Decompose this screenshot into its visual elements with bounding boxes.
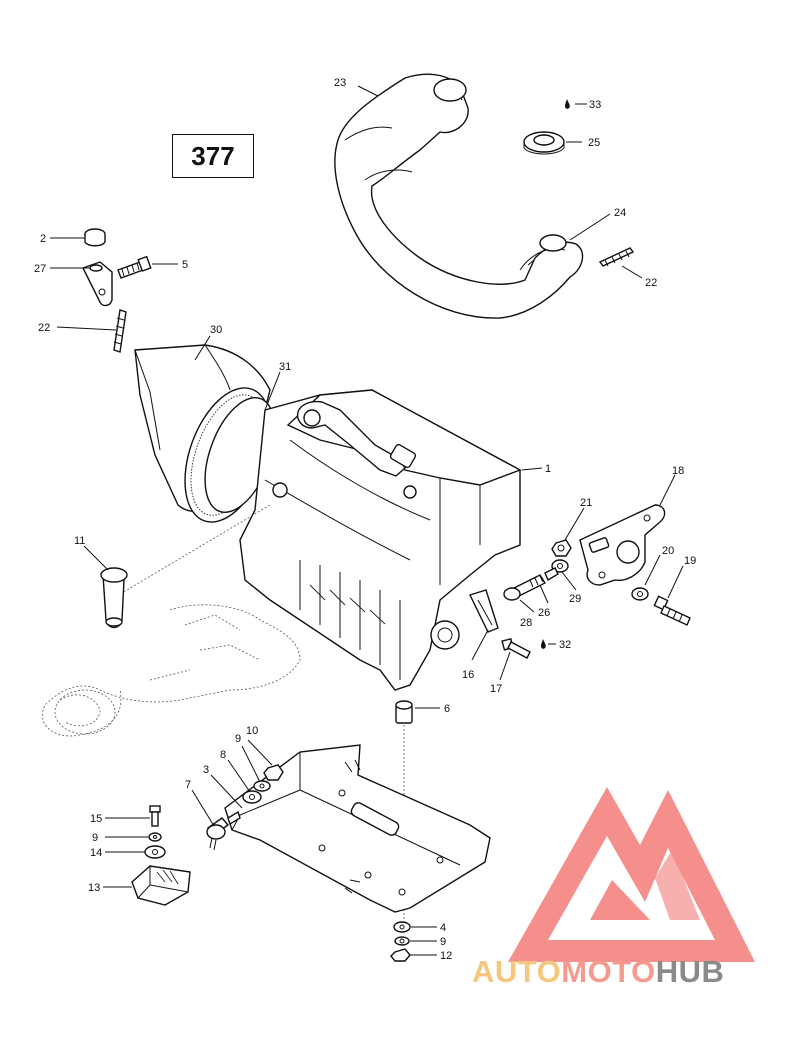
callout-22-right: 22 xyxy=(645,277,657,289)
spring-right xyxy=(598,247,635,267)
callout-4: 4 xyxy=(440,922,446,934)
drive-shaft-ghost xyxy=(42,604,301,737)
callout-6: 6 xyxy=(444,703,450,715)
callout-13: 13 xyxy=(88,882,100,894)
brand-part-auto: AUTO xyxy=(472,954,562,989)
washer-20 xyxy=(631,587,649,601)
drop-icon xyxy=(565,99,570,109)
callout-23: 23 xyxy=(334,77,346,89)
callout-9-left: 9 xyxy=(92,832,98,844)
watermark-brand: AUTOMOTOHUB xyxy=(472,954,724,990)
elbow-fitting xyxy=(100,567,128,629)
drop-icon-32 xyxy=(541,639,546,649)
callout-31: 31 xyxy=(279,361,291,373)
bolt-15 xyxy=(149,805,161,827)
callout-30: 30 xyxy=(210,324,222,336)
callout-3: 3 xyxy=(203,764,209,776)
callout-20: 20 xyxy=(662,545,674,557)
callout-9-top: 9 xyxy=(235,733,241,745)
mounting-plate xyxy=(224,744,491,913)
stud-28 xyxy=(503,567,559,601)
stud-7 xyxy=(206,810,241,851)
bolt-5 xyxy=(117,255,152,279)
callout-10: 10 xyxy=(246,725,258,737)
washer-9-top xyxy=(253,780,271,792)
nut-12 xyxy=(390,948,411,962)
callout-21: 21 xyxy=(580,497,592,509)
upper-bracket xyxy=(82,228,113,307)
callout-5: 5 xyxy=(182,259,188,271)
callout-25: 25 xyxy=(588,137,600,149)
brand-part-moto: MOTO xyxy=(561,954,656,989)
washer-4 xyxy=(393,921,411,933)
nut-10 xyxy=(263,764,284,781)
watermark-logo-icon xyxy=(508,787,755,962)
spacer-6 xyxy=(395,700,413,724)
callout-16: 16 xyxy=(462,669,474,681)
spring-left xyxy=(113,309,127,353)
callout-labels: 23 33 25 24 22 2 27 5 22 30 31 1 18 21 2… xyxy=(34,77,696,962)
callout-28: 28 xyxy=(520,617,532,629)
callout-1: 1 xyxy=(545,463,551,475)
callout-17: 17 xyxy=(490,683,502,695)
callout-14: 14 xyxy=(90,847,102,859)
nut-21 xyxy=(551,539,572,557)
callout-19: 19 xyxy=(684,555,696,567)
bolt-17 xyxy=(501,637,531,659)
brand-part-hub: HUB xyxy=(655,954,725,989)
washer-9-bottom xyxy=(394,936,410,946)
callout-8: 8 xyxy=(220,749,226,761)
callout-11: 11 xyxy=(74,535,85,547)
mount-13 xyxy=(131,865,191,906)
engine xyxy=(239,389,522,691)
callout-15: 15 xyxy=(90,813,102,825)
rubber-grommet xyxy=(523,131,565,155)
callout-12: 12 xyxy=(440,950,452,962)
callout-26: 26 xyxy=(538,607,550,619)
callout-18: 18 xyxy=(672,465,684,477)
callout-33: 33 xyxy=(589,99,601,111)
leader-lines xyxy=(50,85,684,956)
callout-7: 7 xyxy=(185,779,191,791)
callout-32: 32 xyxy=(559,639,571,651)
callout-2: 2 xyxy=(40,233,46,245)
bolt-19 xyxy=(653,595,691,626)
plate-16 xyxy=(469,589,499,633)
washer-8 xyxy=(242,790,262,804)
washer-9-left xyxy=(148,832,162,842)
callout-9-bottom: 9 xyxy=(440,936,446,948)
callout-24: 24 xyxy=(614,207,626,219)
callout-22-left: 22 xyxy=(38,322,50,334)
callout-29: 29 xyxy=(569,593,581,605)
exhaust-pipe xyxy=(334,73,584,319)
reference-number-box: 377 xyxy=(172,134,254,178)
callout-27: 27 xyxy=(34,263,46,275)
side-mount-bracket xyxy=(579,504,666,586)
washer-14 xyxy=(144,845,166,859)
